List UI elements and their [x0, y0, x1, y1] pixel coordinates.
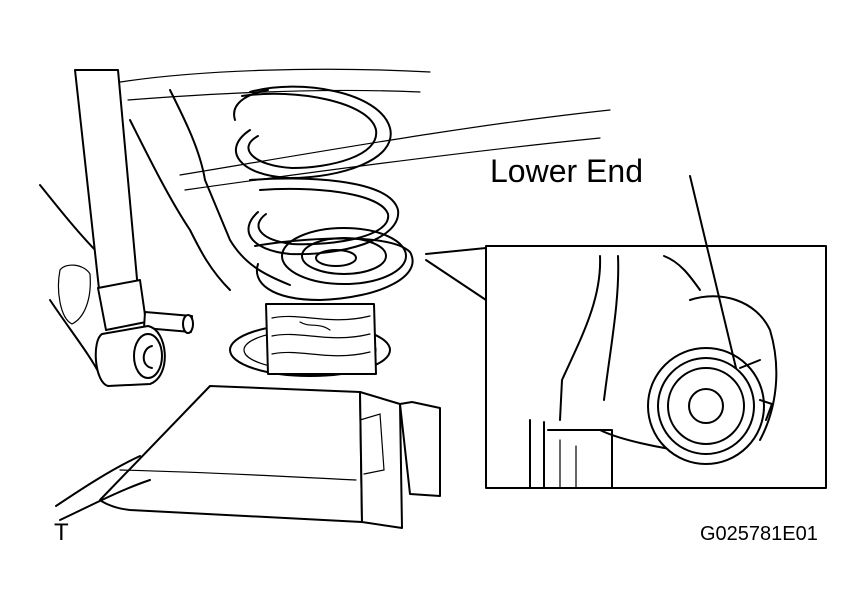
shock-absorber [57, 69, 194, 387]
transmission-jack [55, 385, 441, 529]
suspension-arm [39, 68, 611, 376]
detail-leader [425, 247, 487, 301]
figure-id: G025781E01 [700, 523, 818, 545]
jack-saddle [229, 303, 391, 377]
lower-end-label: Lower End [490, 153, 643, 189]
lower-end-leader-line [689, 175, 737, 369]
lower-end-callout: Lower End [490, 153, 737, 369]
coil-spring [233, 85, 414, 301]
corner-mark: T [54, 519, 69, 546]
detail-inset [485, 245, 827, 489]
